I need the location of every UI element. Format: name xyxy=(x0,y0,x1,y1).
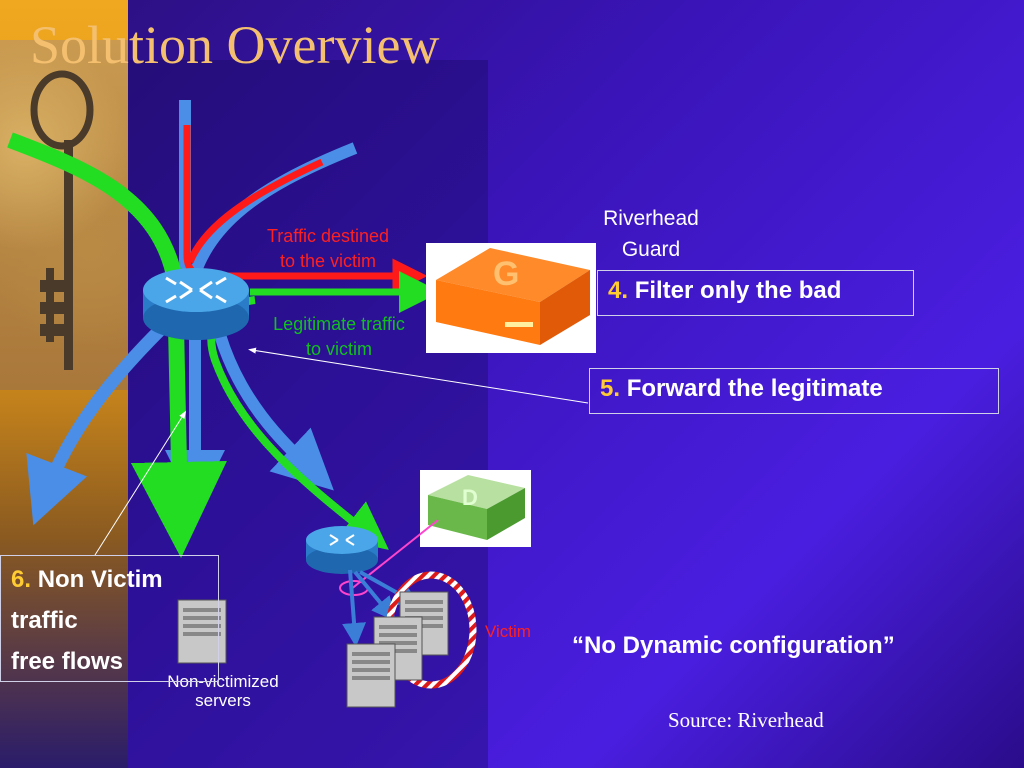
step-4-number: 4. xyxy=(608,277,629,304)
step-4-box: 4. Filter only the bad xyxy=(597,270,914,316)
step-4-text: Filter only the bad xyxy=(634,277,842,304)
riverhead-guard-label: Riverhead Guard xyxy=(603,207,699,261)
step-5-number: 5. xyxy=(600,375,621,402)
callout-6-line xyxy=(94,410,187,556)
guard-letter-icon: G xyxy=(493,255,519,293)
key-photo xyxy=(0,40,128,390)
step-6-line-3: free flows xyxy=(11,648,124,675)
traffic-destined-label: Traffic destined to the victim xyxy=(266,226,390,271)
source-credit: Source: Riverhead xyxy=(668,708,824,732)
step-5-box: 5. Forward the legitimate xyxy=(589,368,999,414)
victim-label: Victim xyxy=(485,622,531,641)
step-5-text: Forward the legitimate xyxy=(626,375,883,402)
core-router-icon xyxy=(143,268,249,340)
detector-icon: D xyxy=(420,470,531,547)
victim-servers-icon xyxy=(346,591,449,708)
detector-letter-icon: D xyxy=(462,485,478,510)
edge-router-icon xyxy=(306,526,378,574)
legitimate-traffic-label: Legitimate traffic to victim xyxy=(273,314,405,359)
step-6-line-2: traffic xyxy=(11,607,78,634)
step-6-box: 6. Non Victim traffic free flows xyxy=(0,555,219,682)
slide-title: Solution Overview xyxy=(30,15,440,75)
non-victimized-label: Non-victimized servers xyxy=(167,672,279,710)
riverhead-guard-icon: G xyxy=(426,243,596,353)
step-6-number: 6. xyxy=(11,566,32,593)
no-dynamic-config-quote: “No Dynamic configuration” xyxy=(572,632,895,659)
callout-5-line xyxy=(248,347,589,404)
step-6-line-1: Non Victim xyxy=(37,566,163,593)
